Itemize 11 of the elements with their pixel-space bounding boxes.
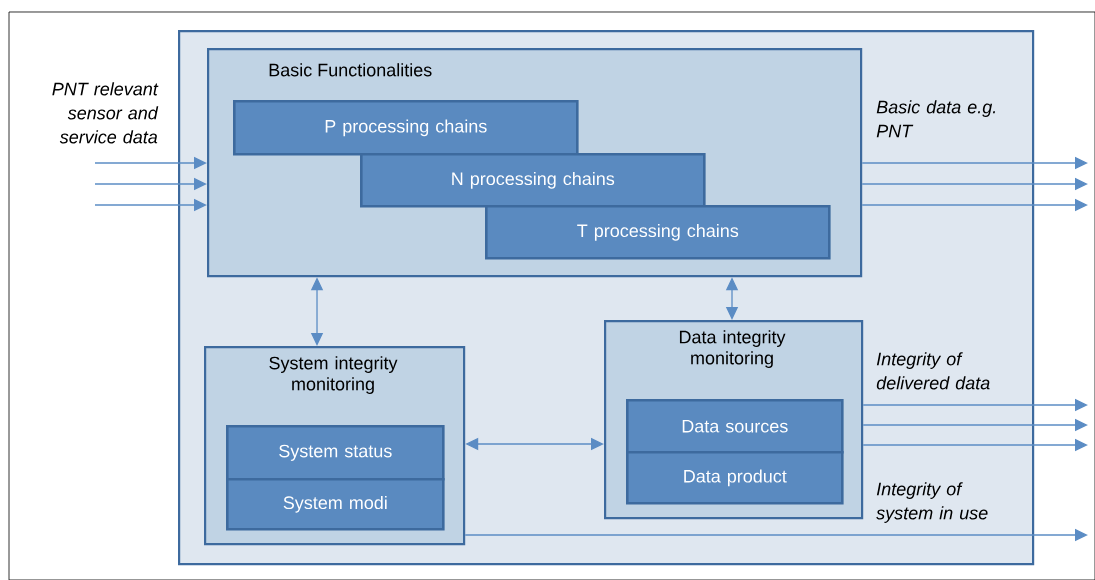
process-box: Data sources <box>626 399 844 454</box>
process-box: T processing chains <box>485 205 831 260</box>
note-text: Basic data e.g. PNT <box>876 100 996 138</box>
process-box: Data product <box>626 451 844 505</box>
process-box: System status <box>226 425 445 481</box>
note-text: Integrity of delivered data <box>876 352 990 390</box>
process-box: N processing chains <box>360 153 706 208</box>
process-box: System modi <box>226 478 445 531</box>
process-box: P processing chains <box>233 100 579 156</box>
note-text: PNT relevant sensor and service data <box>52 82 159 144</box>
note-text: Integrity of system in use <box>876 482 988 523</box>
